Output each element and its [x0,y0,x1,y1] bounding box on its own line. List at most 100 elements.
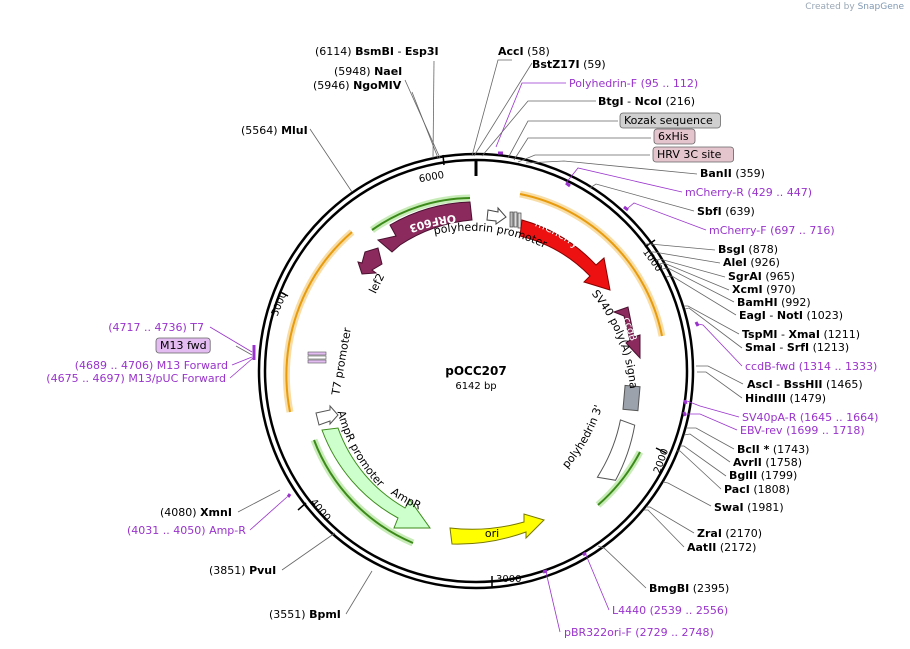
enzyme-acci: AccI (58) [498,45,550,58]
leader-aatii [644,509,685,548]
enzyme-zrai: ZraI (2170) [697,527,762,540]
primer-ebv-rev: EBV-rev (1699 .. 1718) [740,424,865,437]
gene-track-left [285,231,353,413]
leader-sgrai [655,258,726,278]
ampr-arrow [321,427,431,529]
leader-ebv-rev [686,413,738,431]
ampr-promoter-arrow [315,404,339,426]
leader-bamhi [661,267,735,303]
leader-l4440 [585,554,610,611]
enzyme-ngomiv: (5946) NgoMIV [313,79,402,92]
svg-text:HRV 3C site: HRV 3C site [657,148,722,161]
leader-t7 [209,326,253,353]
watermark-prefix: Created by [805,2,855,12]
leader-asci [696,365,744,385]
enzyme-naei: (5948) NaeI [334,65,402,78]
leader-smai [684,307,743,349]
enzyme-banii: BanII (359) [700,167,765,180]
svg-text:Kozak sequence: Kozak sequence [624,114,713,127]
leader-ngomiv [411,91,439,159]
leader-banii [525,160,698,175]
enzyme-bstz17i: BstZ17I (59) [532,58,606,71]
primer-ticks [252,151,700,574]
snapgene-watermark: Created by SnapGene [805,2,904,12]
leader-mcherry-f [627,202,707,231]
orf603-arrow [376,201,473,253]
enzyme-swai: SwaI (1981) [714,501,784,514]
svg-text:6000: 6000 [418,170,445,185]
leader-btgi [481,100,596,157]
enzyme-hindiii: HindIII (1479) [745,392,826,405]
enzyme-xmni: (4080) XmnI [160,506,232,519]
leader-swai [662,481,712,507]
plasmid-size: 6142 bp [455,381,496,392]
enzyme-smai: SmaI - SrfI (1213) [745,341,849,354]
leader-bglii [680,445,727,477]
leader-bpmi [345,570,373,615]
feature-chip-kozak-sequence: Kozak sequence [619,112,721,129]
svg-text:6xHis: 6xHis [658,130,689,143]
leader-pvui [281,532,336,571]
ori-label: ori [485,527,499,540]
enzyme-mlui: (5564) MluI [241,124,308,137]
mcherry-arrow [519,219,611,291]
leader-m13-puc-forward [229,357,254,379]
primer-t7: (4717 .. 4736) T7 [108,321,204,334]
enzyme-btgi: BtgI - NcoI (216) [598,95,695,108]
primer-mcherry-f: mCherry-F (697 .. 716) [709,224,835,237]
leader-mcherry-r [565,167,683,193]
enzyme-tspmi: TspMI - XmaI (1211) [742,328,860,341]
leader-paci [677,450,722,490]
enzyme-bamhi: BamHI (992) [737,296,811,309]
primer-polyhedrin-f: Polyhedrin-F (95 .. 112) [569,77,698,90]
leader-6xhis [513,137,651,161]
leader-tspmi [684,305,740,335]
enzyme-xcmi: XcmI (970) [732,283,796,296]
polyhedrin-utr-box [596,419,636,481]
leader-zrai [646,506,695,534]
primer-m13-puc-forward: (4675 .. 4697) M13/pUC Forward [46,372,226,385]
leader-bstz17i [473,62,533,157]
lef2-arrow [357,247,383,275]
enzyme-sbfi: SbfI (639) [697,205,755,218]
plasmid-name: pOCC207 [445,364,506,378]
leader-sbfi [589,183,695,212]
enzyme-bglii: BglII (1799) [729,469,797,482]
enzyme-bcli: BclI * (1743) [737,443,809,456]
primer-ccdb-fwd: ccdB-fwd (1314 .. 1333) [745,360,877,373]
enzyme-eagi: EagI - NotI (1023) [739,309,843,322]
svg-text:1000: 1000 [640,247,664,274]
leader-bcli [686,427,735,450]
svg-text:M13 fwd: M13 fwd [160,339,207,352]
leader-bmgbi [597,545,647,589]
gene-track-top-right [519,193,663,337]
leader-hrv-3c-site [517,154,650,163]
primer-amp-r: (4031 .. 4050) Amp-R [127,524,246,537]
leader-kozak-sequence [507,120,618,159]
enzyme-bmgbi: BmgBI (2395) [649,582,729,595]
primer-mcherry-r: mCherry-R (429 .. 447) [685,186,812,199]
kozak-his-hrv-marks [509,211,522,229]
lef2-label: lef2 [366,271,387,295]
t7-promoter-marks [307,351,327,364]
leader-m13-fwd [235,345,253,356]
enzyme-bpmi: (3551) BpmI [269,608,341,621]
leader-pbr322ori-f [545,571,561,633]
enzyme-asci: AscI - BssHII (1465) [747,378,863,391]
primer-l4440: L4440 (2539 .. 2556) [612,604,728,617]
leader-sv40pa-r [686,400,740,418]
leader-avrii [683,433,731,463]
enzyme-paci: PacI (1808) [724,483,790,496]
primer-sv40pa-r: SV40pA-R (1645 .. 1664) [742,411,878,424]
backbone-outer [257,152,695,590]
utr-track [597,451,641,506]
leader-amp-r [249,496,288,531]
primer-pbr322ori-f: pBR322ori-F (2729 .. 2748) [564,626,714,639]
leader-mlui [309,128,353,193]
leader-hindiii [697,371,743,399]
leader-acci [471,59,512,157]
leader-eagi [665,275,737,316]
tick-6000: 6000 [418,154,445,185]
